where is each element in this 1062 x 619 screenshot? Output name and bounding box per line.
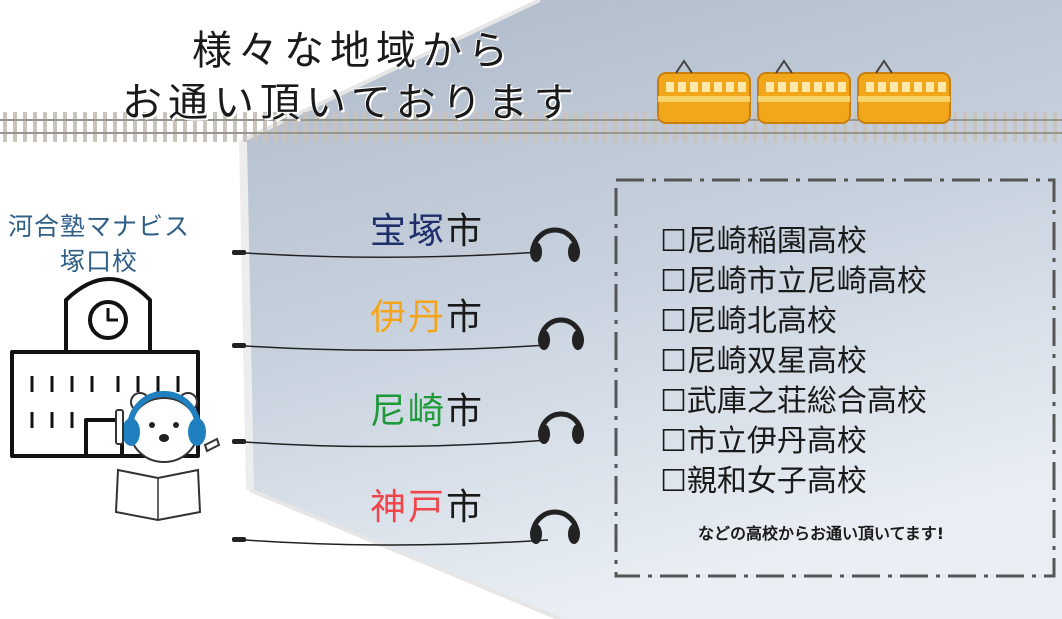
school-name-line2: 塚口校	[60, 247, 139, 276]
bear-headphones-icon	[114, 391, 221, 522]
list-item: ☐尼崎北高校	[660, 304, 837, 339]
blue-panel	[243, 0, 1062, 619]
city-suffix: 市	[446, 297, 485, 338]
headphones-icon	[538, 317, 584, 350]
list-item: ☐尼崎双星高校	[660, 344, 867, 379]
city-amagasaki: 尼崎市	[370, 382, 484, 434]
city-suffix: 市	[446, 487, 485, 528]
city-name: 伊丹	[370, 297, 447, 338]
page-title-line2: お通い頂いております	[122, 80, 580, 126]
note-text: などの高校からお通い頂いてます!	[698, 524, 945, 543]
city-name: 宝塚	[370, 211, 447, 252]
train-icon	[657, 59, 951, 124]
page-title-line1: 様々な地域から	[192, 28, 514, 74]
headphone-cables	[244, 251, 549, 546]
city-suffix: 市	[446, 211, 485, 252]
list-item: ☐武庫之荘総合高校	[660, 384, 927, 419]
list-item: ☐尼崎稲園高校	[660, 224, 867, 259]
city-kobe: 神戸市	[370, 478, 484, 530]
headphones-icon	[530, 227, 580, 262]
city-itami: 伊丹市	[370, 288, 484, 340]
school-list-frame	[614, 178, 1056, 578]
city-suffix: 市	[446, 391, 485, 432]
school-name-line1: 河合塾マナビス	[8, 212, 191, 241]
headphones-icon	[530, 509, 580, 544]
list-item: ☐親和女子高校	[660, 464, 867, 499]
headphones-icon	[538, 411, 584, 444]
city-name: 尼崎	[370, 391, 447, 432]
list-item: ☐市立伊丹高校	[660, 424, 867, 459]
high-school-list: ☐尼崎稲園高校 ☐尼崎市立尼崎高校 ☐尼崎北高校 ☐尼崎双星高校 ☐武庫之荘総合…	[660, 222, 927, 502]
city-name: 神戸	[370, 487, 447, 528]
list-item: ☐尼崎市立尼崎高校	[660, 264, 927, 299]
city-takarazuka: 宝塚市	[370, 202, 484, 254]
